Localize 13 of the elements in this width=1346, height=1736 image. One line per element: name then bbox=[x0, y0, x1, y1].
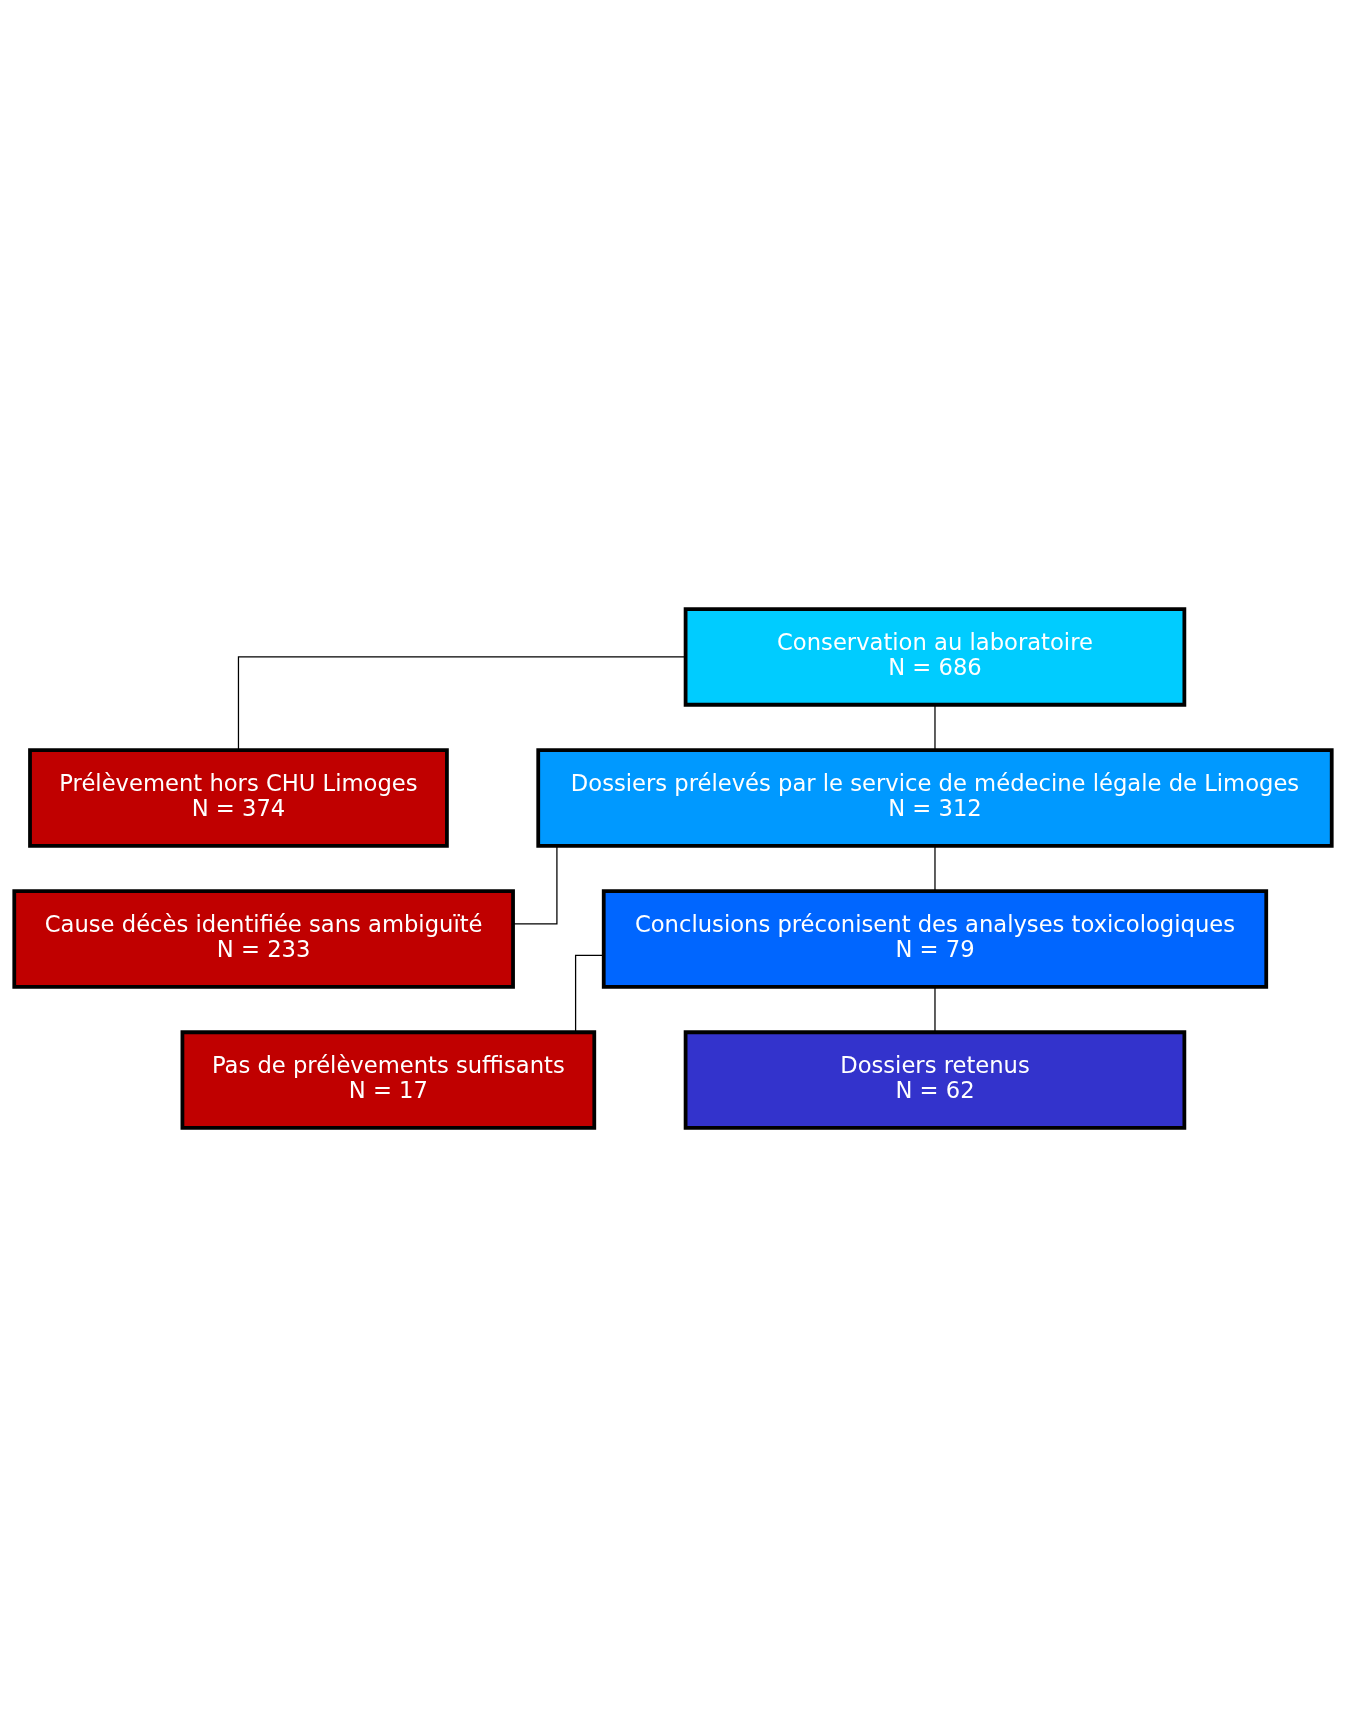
connector bbox=[934, 703, 936, 751]
node-box: Pas de prélèvements suffisants N = 17 bbox=[180, 1029, 597, 1130]
connector bbox=[934, 986, 936, 1033]
node-box: Dossiers retenus N = 62 bbox=[683, 1029, 1187, 1130]
connector bbox=[574, 954, 604, 1033]
connector bbox=[934, 845, 936, 892]
connector bbox=[512, 844, 558, 925]
node-box: Conclusions préconisent des analyses toxicologiques N = 79 bbox=[601, 888, 1269, 989]
node-box: Cause décès identifiée sans ambiguïté N = 233 bbox=[12, 888, 515, 989]
node-box: Dossiers prélevés par le service de médecine légale de Limoges N = 312 bbox=[536, 747, 1334, 848]
node-box: Prélèvement hors CHU Limoges N = 374 bbox=[28, 747, 449, 848]
node-box: Conservation au laboratoire N = 686 bbox=[683, 606, 1187, 707]
connector bbox=[237, 655, 687, 750]
